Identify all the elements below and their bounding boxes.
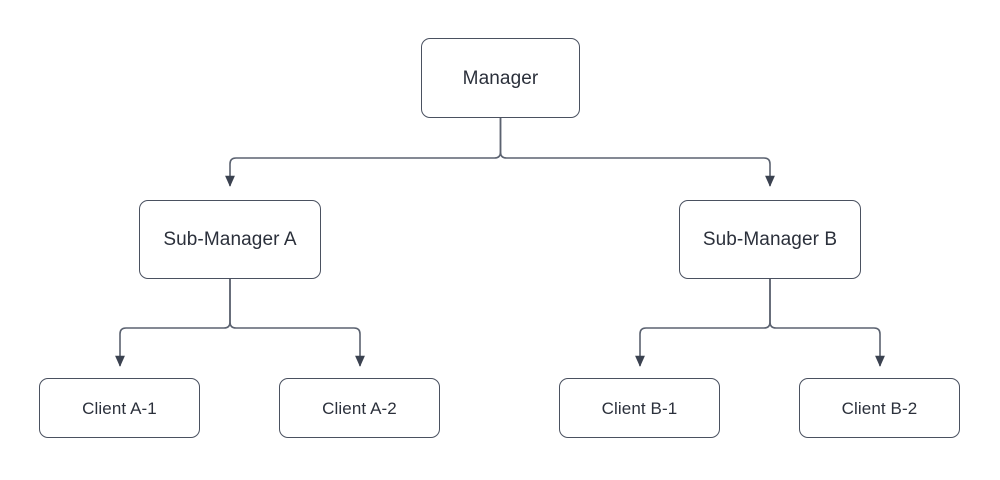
node-manager-label: Manager <box>462 67 539 89</box>
node-client-b-2[interactable]: Client B-2 <box>799 378 960 438</box>
edge-root-to-sub-manager-b <box>499 118 775 187</box>
node-client-b-1[interactable]: Client B-1 <box>559 378 720 438</box>
node-sub-manager-a[interactable]: Sub-Manager A <box>139 200 321 279</box>
node-client-a-2-label: Client A-2 <box>322 398 397 418</box>
edge-sub-manager-b-to-client-b-1 <box>635 279 771 367</box>
edge-root-to-sub-manager-a <box>225 118 502 187</box>
node-client-b-2-label: Client B-2 <box>841 398 918 418</box>
edge-sub-manager-b-to-client-b-2 <box>769 279 885 367</box>
edge-sub-manager-a-to-client-a-2 <box>229 279 365 367</box>
node-sub-manager-a-label: Sub-Manager A <box>163 229 297 250</box>
node-client-b-1-label: Client B-1 <box>601 398 678 418</box>
node-client-a-1-label: Client A-1 <box>82 398 157 418</box>
node-sub-manager-b-label: Sub-Manager B <box>702 229 838 250</box>
edge-sub-manager-a-to-client-a-1 <box>115 279 231 367</box>
node-manager[interactable]: Manager <box>421 38 580 118</box>
node-sub-manager-b[interactable]: Sub-Manager B <box>679 200 861 279</box>
node-client-a-1[interactable]: Client A-1 <box>39 378 200 438</box>
node-client-a-2[interactable]: Client A-2 <box>279 378 440 438</box>
